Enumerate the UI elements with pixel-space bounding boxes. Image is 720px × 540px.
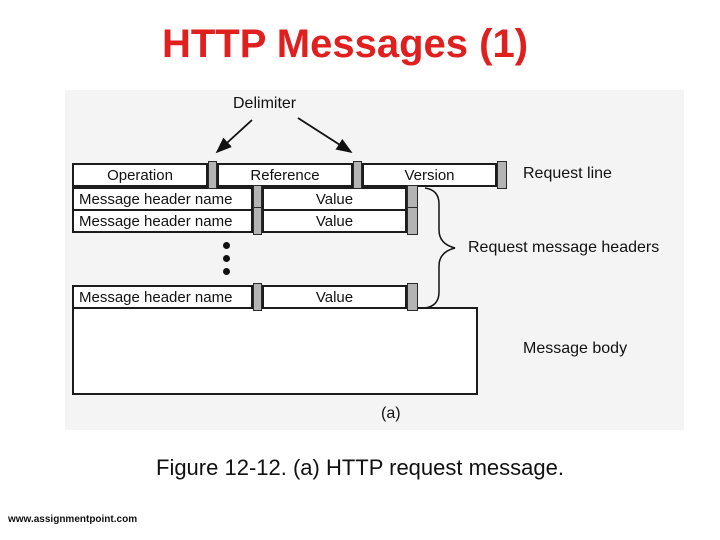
delimiter-arrow-right [297, 117, 353, 153]
delimiter-box [407, 283, 418, 311]
version-cell: Version [362, 163, 497, 187]
operation-cell: Operation [72, 163, 208, 187]
header-row: Message header name Value [72, 185, 418, 213]
ellipsis-dots [223, 242, 230, 275]
request-line-row: Operation Reference Version [72, 161, 507, 189]
delimiter-box [497, 161, 507, 189]
ellipsis-dot [223, 255, 230, 262]
header-value-cell: Value [262, 209, 407, 233]
delimiter-arrow-left [215, 119, 253, 154]
diagram-panel: Delimiter Operation Reference Version Re… [65, 90, 684, 430]
footer-url: www.assignmentpoint.com [8, 514, 138, 525]
ellipsis-dot [223, 268, 230, 275]
ellipsis-dot [223, 242, 230, 249]
slide-title: HTTP Messages (1) [161, 22, 529, 66]
delimiter-box [407, 207, 418, 235]
headers-brace [424, 187, 456, 309]
delimiter-box [253, 283, 262, 311]
header-row: Message header name Value [72, 283, 418, 311]
request-message-headers-label: Request message headers [468, 239, 660, 256]
header-name-cell: Message header name [72, 209, 253, 233]
delimiter-box [253, 207, 262, 235]
reference-cell: Reference [217, 163, 353, 187]
delimiter-box [353, 161, 362, 189]
message-body-label: Message body [523, 340, 628, 357]
diagram-subcaption: (a) [381, 405, 401, 422]
header-value-cell: Value [262, 187, 407, 211]
header-value-cell: Value [262, 285, 407, 309]
delimiter-label: Delimiter [233, 95, 297, 112]
message-body-box [72, 307, 478, 395]
request-line-label: Request line [523, 165, 612, 182]
header-name-cell: Message header name [72, 285, 253, 309]
delimiter-box [208, 161, 217, 189]
header-name-cell: Message header name [72, 187, 253, 211]
figure-caption: Figure 12-12. (a) HTTP request message. [156, 455, 564, 480]
header-row: Message header name Value [72, 207, 418, 235]
